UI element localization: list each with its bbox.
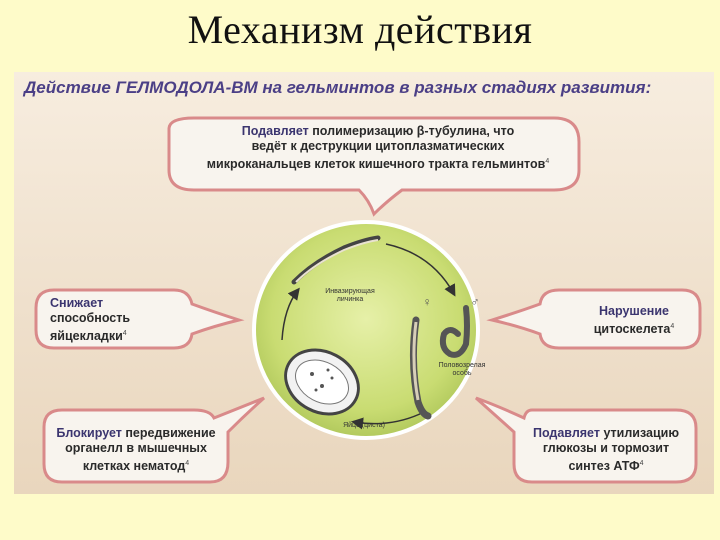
egg-shape (284, 348, 360, 416)
callout-right-bottom-line3: синтез АТФ (568, 459, 640, 474)
callout-top-line1: полимеризацию β-тубулина, что (308, 124, 515, 138)
diagram-panel: Действие ГЕЛМОДОЛА-ВМ на гельминтов в ра… (14, 72, 714, 494)
callout-left-mid-line3: яйцекладки (50, 329, 123, 344)
callout-left-bottom-line2: органелл в мышечных (65, 441, 207, 455)
callout-top-text: Подавляет полимеризацию β-тубулина, что … (182, 124, 574, 172)
larva-shape (291, 235, 381, 285)
callout-left-bottom-line1: передвижение (121, 426, 216, 440)
cycle-arrow-1 (385, 243, 456, 297)
callout-right-bottom-bold: Подавляет (532, 426, 600, 440)
callout-left-mid-line2: способность (50, 311, 131, 325)
callout-right-mid-bold: Нарушение (599, 304, 669, 318)
callout-bubble-top (167, 116, 581, 217)
cycle-arrow-2 (351, 411, 425, 430)
callout-top-bold: Подавляет (241, 124, 309, 138)
callout-top-line3: микроканальцев клеток кишечного тракта г… (206, 157, 546, 172)
callout-left-bottom-line3: клетках нематод (82, 459, 186, 474)
adult-label: Половозрелая особь (432, 362, 492, 378)
callout-top-ref: 4 (545, 158, 550, 165)
larva-label-line2: личинка (336, 296, 364, 303)
callout-right-mid-line2: цитоскелета (593, 322, 671, 337)
egg-label: Яйцо (циста) (343, 422, 385, 429)
callout-top-line2: ведёт к деструкции цитоплазматических (251, 139, 505, 153)
female-symbol: ♀ (422, 295, 432, 309)
slide-title: Механизм действия (187, 7, 533, 52)
callout-bubble-left-bottom (42, 396, 265, 484)
larva-label: Инвазирующая личинка (310, 288, 390, 304)
larva-label-line1: Инвазирующая (325, 288, 375, 295)
callout-left-mid-ref: 4 (122, 330, 127, 337)
callout-right-bottom-text: Подавляет утилизацию глюкозы и тормозит … (520, 426, 692, 474)
callout-left-mid-text: Снижает способность яйцекладки4 (50, 296, 190, 344)
callout-right-mid-ref: 4 (670, 323, 675, 330)
callout-bubble-right-bottom (475, 396, 698, 484)
adult-label-line1: Половозрелая (438, 362, 486, 369)
cycle-arrow-3 (281, 287, 300, 341)
callout-bubble-right-mid (486, 288, 702, 350)
panel-heading: Действие ГЕЛМОДОЛА-ВМ на гельминтов в ра… (24, 78, 652, 97)
callout-right-bottom-line1: утилизацию (599, 426, 680, 440)
callout-left-bottom-bold: Блокирует (56, 426, 122, 440)
callout-right-bottom-ref: 4 (639, 460, 644, 467)
adult-worm-male (439, 305, 470, 358)
callout-left-mid-bold: Снижает (50, 296, 104, 310)
diagram-canvas (34, 116, 702, 484)
adult-label-line2: особь (452, 370, 472, 377)
male-symbol: ♂ (470, 295, 480, 309)
callout-left-bottom-ref: 4 (185, 460, 190, 467)
callout-right-mid-text: Нарушение цитоскелета4 (574, 304, 694, 337)
callout-left-bottom-text: Блокирует передвижение органелл в мышечн… (48, 426, 224, 474)
callout-right-bottom-line2: глюкозы и тормозит (542, 441, 670, 455)
callout-bubble-left-mid (34, 288, 245, 350)
